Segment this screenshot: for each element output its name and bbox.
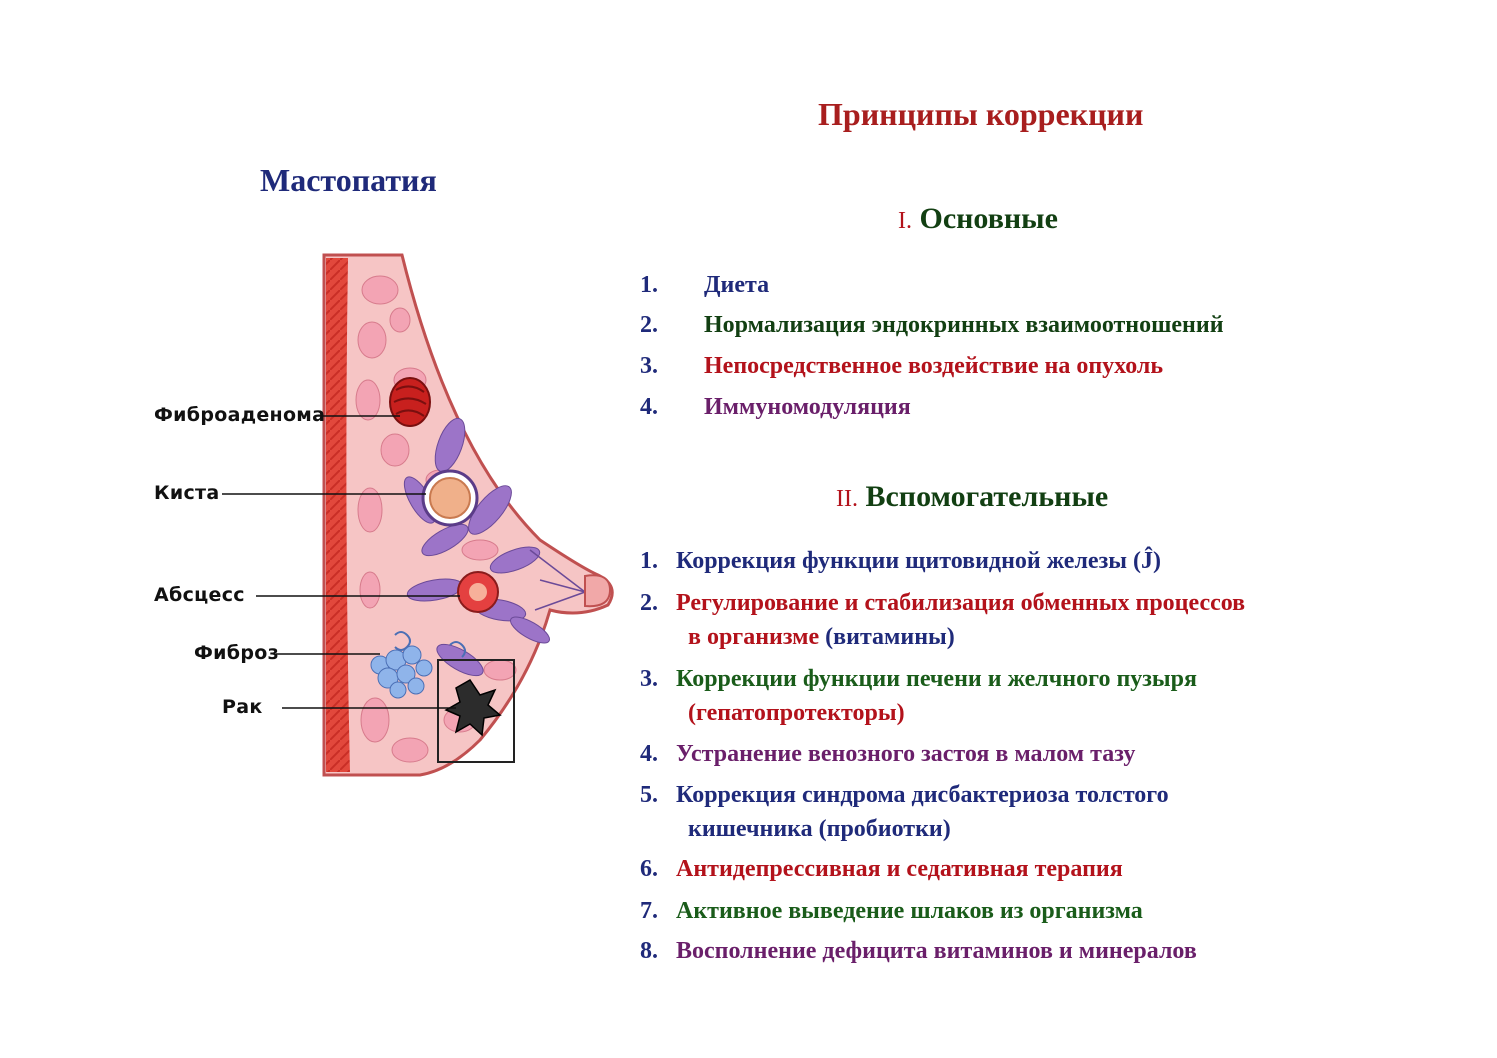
section-2-roman: II.	[836, 486, 858, 512]
label-fibrosis: Фиброз	[194, 642, 279, 664]
item-number: 5.	[640, 778, 676, 812]
item-text: Диета	[704, 272, 769, 298]
section-1-item-4: 4.Иммуномодуляция	[640, 390, 911, 424]
item-text: Непосредственное воздействие на опухоль	[704, 353, 1163, 379]
item-number: 8.	[640, 934, 676, 968]
section-1-roman: I.	[898, 208, 912, 234]
item-text: Иммуномодуляция	[704, 394, 911, 420]
section-1-item-1: 1.Диета	[640, 268, 769, 302]
item-number: 4.	[640, 737, 676, 771]
section-2-item-5: 5.Коррекция синдрома дисбактериоза толст…	[640, 778, 1169, 846]
right-title: Принципы коррекции	[818, 96, 1143, 133]
item-text: Восполнение дефицита витаминов и минерал…	[676, 938, 1197, 964]
section-1-heading: I. Основные	[898, 202, 1058, 236]
item-number: 4.	[640, 390, 704, 424]
section-2-item-2: 2.Регулирование и стабилизация обменных …	[640, 586, 1245, 654]
item-text-cont: кишечника (пробиотки)	[688, 816, 951, 842]
item-number: 2.	[640, 308, 704, 342]
item-text-cont: в организме	[688, 624, 819, 650]
label-fibroadenoma: Фиброаденома	[154, 404, 325, 426]
section-2-item-6: 6.Антидепрессивная и седативная терапия	[640, 852, 1123, 886]
item-number: 3.	[640, 349, 704, 383]
item-text: Устранение венозного застоя в малом тазу	[676, 741, 1135, 767]
label-cyst: Киста	[154, 482, 219, 504]
item-number: 1.	[640, 268, 704, 302]
leader-lines	[0, 0, 630, 800]
item-number: 2.	[640, 586, 676, 620]
item-number: 7.	[640, 894, 676, 928]
item-text: Коррекция синдрома дисбактериоза толстог…	[676, 782, 1169, 808]
section-1-item-2: 2.Нормализация эндокринных взаимоотношен…	[640, 308, 1224, 342]
label-abscess: Абсцесс	[154, 584, 245, 606]
item-text: Нормализация эндокринных взаимоотношений	[704, 312, 1224, 338]
section-2-title: Вспомогательные	[865, 480, 1108, 513]
item-text: Коррекция функции щитовидной железы (Ĵ)	[676, 548, 1161, 574]
section-2-item-3: 3.Коррекции функции печени и желчного пу…	[640, 662, 1197, 730]
item-text-note: (витамины)	[825, 624, 955, 650]
label-cancer: Рак	[222, 696, 263, 718]
item-number: 3.	[640, 662, 676, 696]
item-text: Антидепрессивная и седативная терапия	[676, 856, 1123, 882]
item-number: 1.	[640, 544, 676, 578]
section-2-heading: II. Вспомогательные	[836, 480, 1108, 514]
section-2-item-1: 1.Коррекция функции щитовидной железы (Ĵ…	[640, 544, 1161, 578]
item-text: Регулирование и стабилизация обменных пр…	[676, 590, 1245, 616]
section-2-item-4: 4.Устранение венозного застоя в малом та…	[640, 737, 1135, 771]
item-text: Активное выведение шлаков из организма	[676, 898, 1143, 924]
section-2-item-8: 8.Восполнение дефицита витаминов и минер…	[640, 934, 1197, 968]
item-text: Коррекции функции печени и желчного пузы…	[676, 666, 1197, 692]
section-1-title: Основные	[920, 202, 1058, 235]
item-text-cont: (гепатопротекторы)	[688, 700, 905, 726]
item-number: 6.	[640, 852, 676, 886]
section-2-item-7: 7.Активное выведение шлаков из организма	[640, 894, 1143, 928]
section-1-item-3: 3.Непосредственное воздействие на опухол…	[640, 349, 1163, 383]
